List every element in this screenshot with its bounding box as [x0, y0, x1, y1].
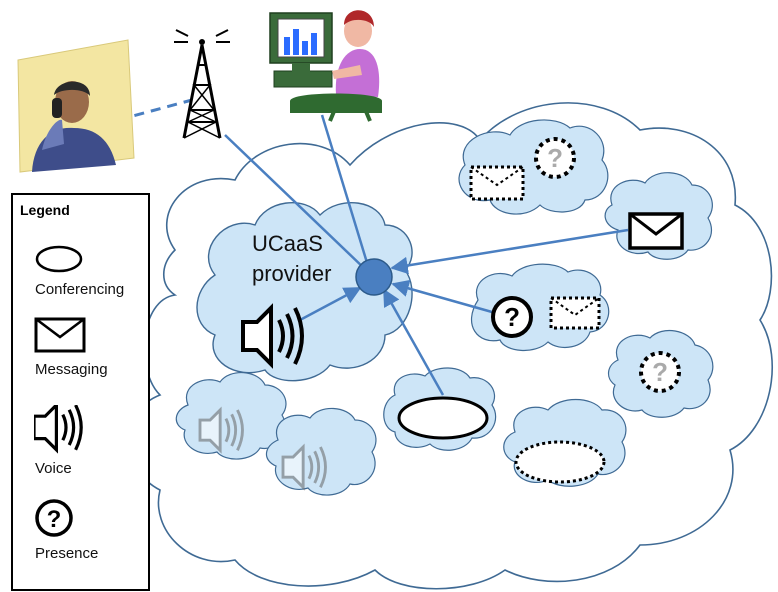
presence-symbol: ?	[504, 302, 520, 332]
legend-label-messaging: Messaging	[35, 361, 108, 378]
question-circle-icon: ?	[639, 351, 681, 393]
presence-symbol: ?	[47, 506, 62, 533]
connector-voice	[299, 286, 362, 322]
legend-label-presence: Presence	[35, 545, 99, 562]
envelope-icon	[469, 165, 525, 201]
speaker-icon	[34, 405, 83, 454]
speaker-icon	[281, 443, 327, 491]
legend-title: Legend	[20, 202, 70, 218]
provider-label-line2: provider	[252, 261, 331, 286]
connector-messaging	[390, 228, 629, 275]
legend: Legend Conferencing Messaging Voice ? Pr…	[11, 193, 150, 591]
provider-label-line1: UCaaS	[252, 231, 323, 256]
envelope-icon	[628, 212, 684, 250]
envelope-icon	[549, 296, 601, 330]
envelope-icon	[34, 317, 86, 353]
connector-tower	[224, 134, 367, 271]
legend-label-conferencing: Conferencing	[35, 281, 125, 298]
speaker-icon	[198, 406, 244, 454]
cell-tower-icon	[174, 29, 230, 139]
cloud-messaging-presence-top	[458, 119, 609, 215]
phone-user-icon	[17, 39, 135, 173]
ucaas-hub	[355, 258, 393, 296]
ellipse-icon	[514, 440, 606, 484]
presence-symbol: ?	[652, 357, 668, 387]
speaker-icon	[241, 303, 304, 369]
connector-presence	[391, 279, 493, 314]
question-circle-icon: ?	[35, 499, 73, 537]
presence-symbol: ?	[547, 143, 563, 173]
question-circle-icon: ?	[534, 137, 576, 179]
connector-computer	[320, 114, 370, 267]
connector-conferencing	[382, 288, 445, 396]
question-circle-icon: ?	[491, 296, 533, 338]
legend-label-voice: Voice	[35, 460, 72, 477]
computer-user-icon	[269, 10, 382, 122]
ellipse-icon	[397, 396, 489, 440]
ellipse-icon	[35, 245, 83, 273]
wireless-link	[117, 98, 193, 122]
